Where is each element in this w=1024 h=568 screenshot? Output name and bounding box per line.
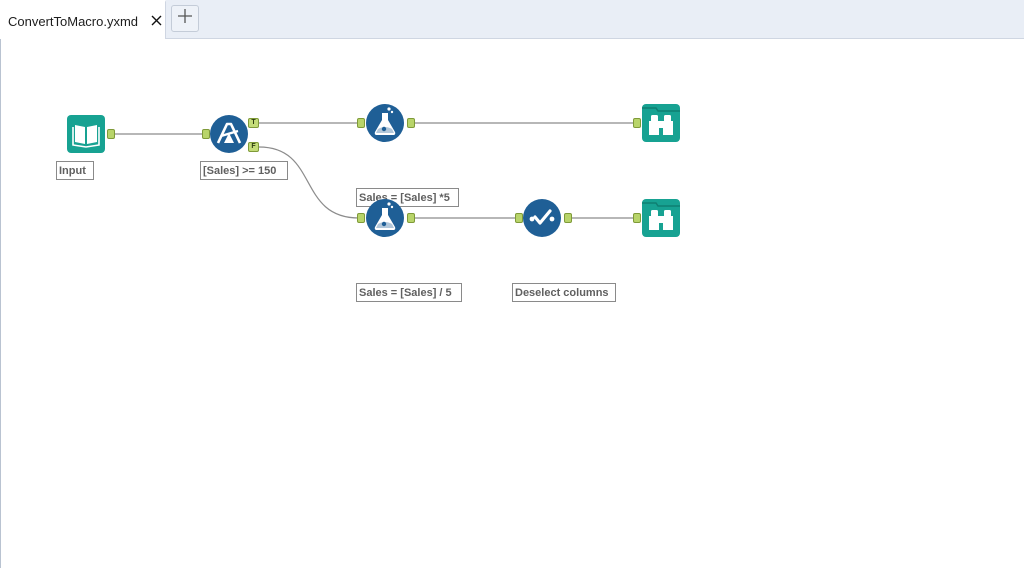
formula2-input-anchor[interactable] (357, 213, 365, 223)
formula2-annotation: Sales = [Sales] / 5 (356, 283, 462, 302)
select-input-anchor[interactable] (515, 213, 523, 223)
select-annotation: Deselect columns (512, 283, 616, 302)
flask-icon (366, 104, 404, 142)
input-annotation: Input (56, 161, 94, 180)
filter-input-anchor[interactable] (202, 129, 210, 139)
binoculars-icon (642, 104, 680, 142)
new-tab-button[interactable] (171, 5, 199, 32)
filter-tool[interactable] (210, 115, 248, 153)
connection-wires (115, 122, 635, 219)
formula2-tool[interactable] (366, 199, 404, 237)
workflow-canvas[interactable]: Input T F [Sales] >= 150 Sales = [Sales]… (0, 39, 1024, 568)
binoculars-icon (642, 199, 680, 237)
tab-convert-to-macro[interactable]: ConvertToMacro.yxmd (0, 0, 166, 39)
checkmark-icon (523, 199, 561, 237)
close-icon[interactable] (147, 11, 165, 29)
browse1-input-anchor[interactable] (633, 118, 641, 128)
formula1-tool[interactable] (366, 104, 404, 142)
formula1-output-anchor[interactable] (407, 118, 415, 128)
plus-icon (178, 9, 192, 28)
filter-false-anchor[interactable]: F (248, 142, 259, 152)
book-icon (67, 115, 105, 153)
flask-icon (366, 199, 404, 237)
tab-bar: ConvertToMacro.yxmd (0, 0, 1024, 39)
wire-filter-false-formula2 (258, 146, 360, 219)
input-output-anchor[interactable] (107, 129, 115, 139)
formula1-input-anchor[interactable] (357, 118, 365, 128)
select-output-anchor[interactable] (564, 213, 572, 223)
browse2-tool[interactable] (642, 199, 680, 237)
filter-true-anchor[interactable]: T (248, 118, 259, 128)
browse2-input-anchor[interactable] (633, 213, 641, 223)
select-tool[interactable] (523, 199, 561, 237)
tab-label: ConvertToMacro.yxmd (8, 14, 139, 29)
input-tool[interactable] (67, 115, 105, 153)
formula2-output-anchor[interactable] (407, 213, 415, 223)
browse1-tool[interactable] (642, 104, 680, 142)
filter-annotation: [Sales] >= 150 (200, 161, 288, 180)
filter-icon (210, 115, 248, 153)
